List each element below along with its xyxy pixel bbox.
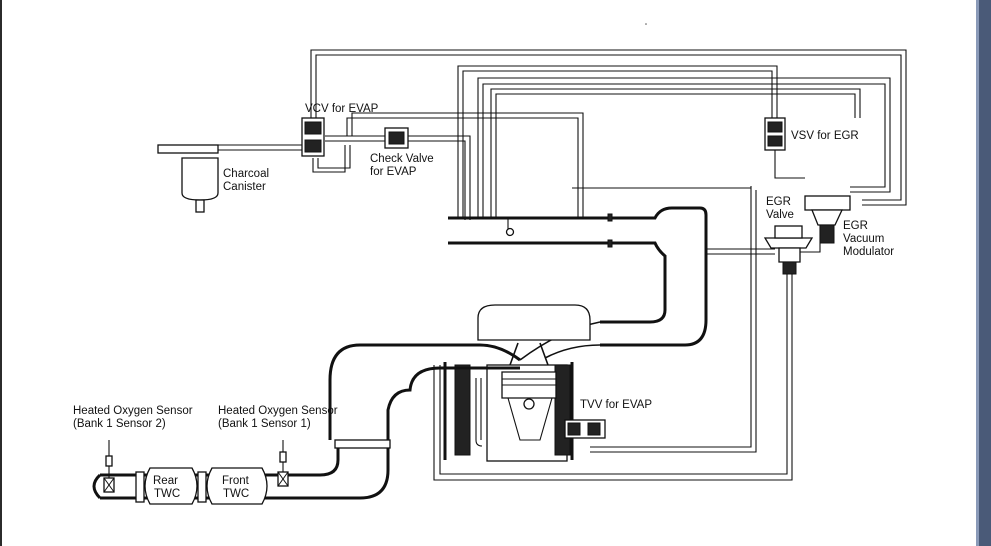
label-check-valve-2: for EVAP [370, 166, 417, 178]
label-egr-mod-3: Modulator [843, 246, 894, 258]
engine-cylinder [443, 304, 591, 462]
label-egr-mod-1: EGR [843, 220, 868, 232]
label-rear-twc-1: Rear [153, 475, 178, 487]
label-vcv: VCV for EVAP [305, 103, 379, 115]
label-egr-valve-1: EGR [766, 196, 791, 208]
label-rear-twc-2: TWC [154, 488, 180, 500]
label-ho2s-b1s1-2: (Bank 1 Sensor 1) [218, 418, 311, 430]
labels: VCV for EVAP Check Valve for EVAP Charco… [73, 103, 894, 500]
label-tvv: TVV for EVAP [580, 399, 652, 411]
egr-vacuum-modulator [804, 195, 851, 244]
label-ho2s-b1s2-1: Heated Oxygen Sensor [73, 405, 193, 417]
egr-valve [763, 225, 814, 275]
speck [645, 23, 647, 25]
check-valve [384, 127, 409, 149]
label-front-twc-2: TWC [223, 488, 249, 500]
label-egr-valve-2: Valve [766, 209, 794, 221]
scrollbar-highlight [976, 0, 979, 546]
left-border [0, 0, 2, 546]
label-front-twc-1: Front [222, 475, 250, 487]
charcoal-canister [157, 144, 219, 213]
label-ho2s-b1s2-2: (Bank 1 Sensor 2) [73, 418, 166, 430]
tvv-for-evap [564, 419, 606, 439]
vcv-for-evap [301, 117, 325, 157]
vacuum-hoses [160, 49, 907, 481]
right-scrollbar[interactable] [976, 0, 991, 546]
label-egr-mod-2: Vacuum [843, 233, 884, 245]
vsv-for-egr [764, 117, 786, 151]
exhaust-pipe [92, 343, 521, 505]
label-charcoal-2: Canister [223, 181, 266, 193]
label-charcoal-1: Charcoal [223, 168, 269, 180]
label-vsv-egr: VSV for EGR [791, 130, 859, 142]
label-ho2s-b1s1-1: Heated Oxygen Sensor [218, 405, 338, 417]
label-check-valve-1: Check Valve [370, 153, 434, 165]
